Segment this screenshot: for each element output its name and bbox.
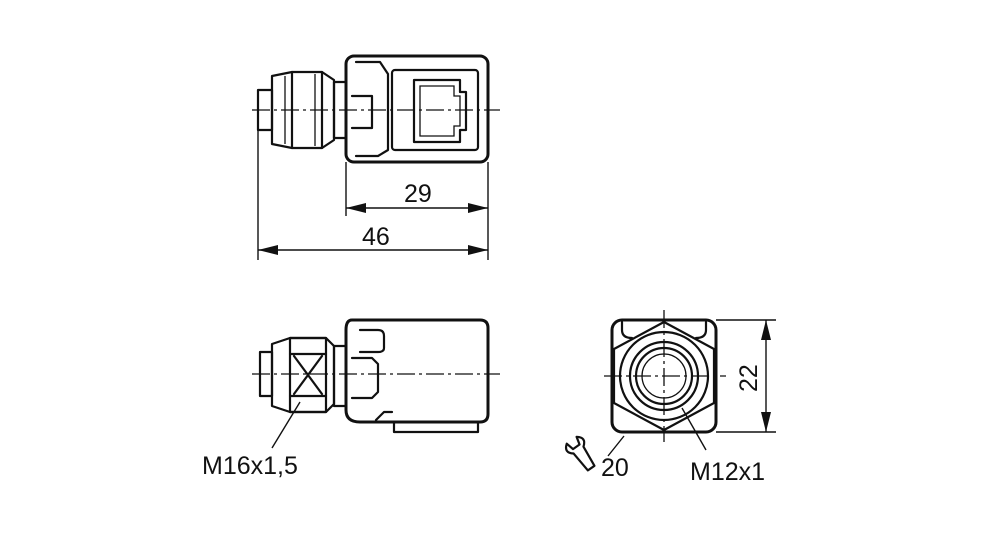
top-view-nut (256, 70, 348, 150)
wrench-icon (564, 435, 596, 472)
dimension-29: 29 (345, 162, 489, 216)
rj45-socket-icon (412, 78, 468, 144)
top-view (252, 54, 500, 164)
dimension-22: 22 (716, 319, 776, 433)
thread-m12-label: M12x1 (690, 458, 765, 486)
callout-wrench: 20 (564, 435, 629, 482)
callout-m12: M12x1 (681, 407, 765, 486)
dimension-29-label: 29 (404, 180, 432, 208)
dimension-46-label: 46 (362, 223, 390, 251)
callout-m16: M16x1,5 (202, 401, 301, 480)
side-view-nut (258, 336, 348, 414)
side-view (252, 318, 500, 434)
front-view (604, 310, 726, 442)
wrench-size-label: 20 (601, 454, 629, 482)
top-view-housing (344, 54, 490, 164)
side-view-housing (344, 318, 490, 434)
dimension-46: 46 (257, 130, 489, 260)
thread-m16-label: M16x1,5 (202, 452, 298, 480)
dimension-22-label: 22 (735, 364, 763, 392)
